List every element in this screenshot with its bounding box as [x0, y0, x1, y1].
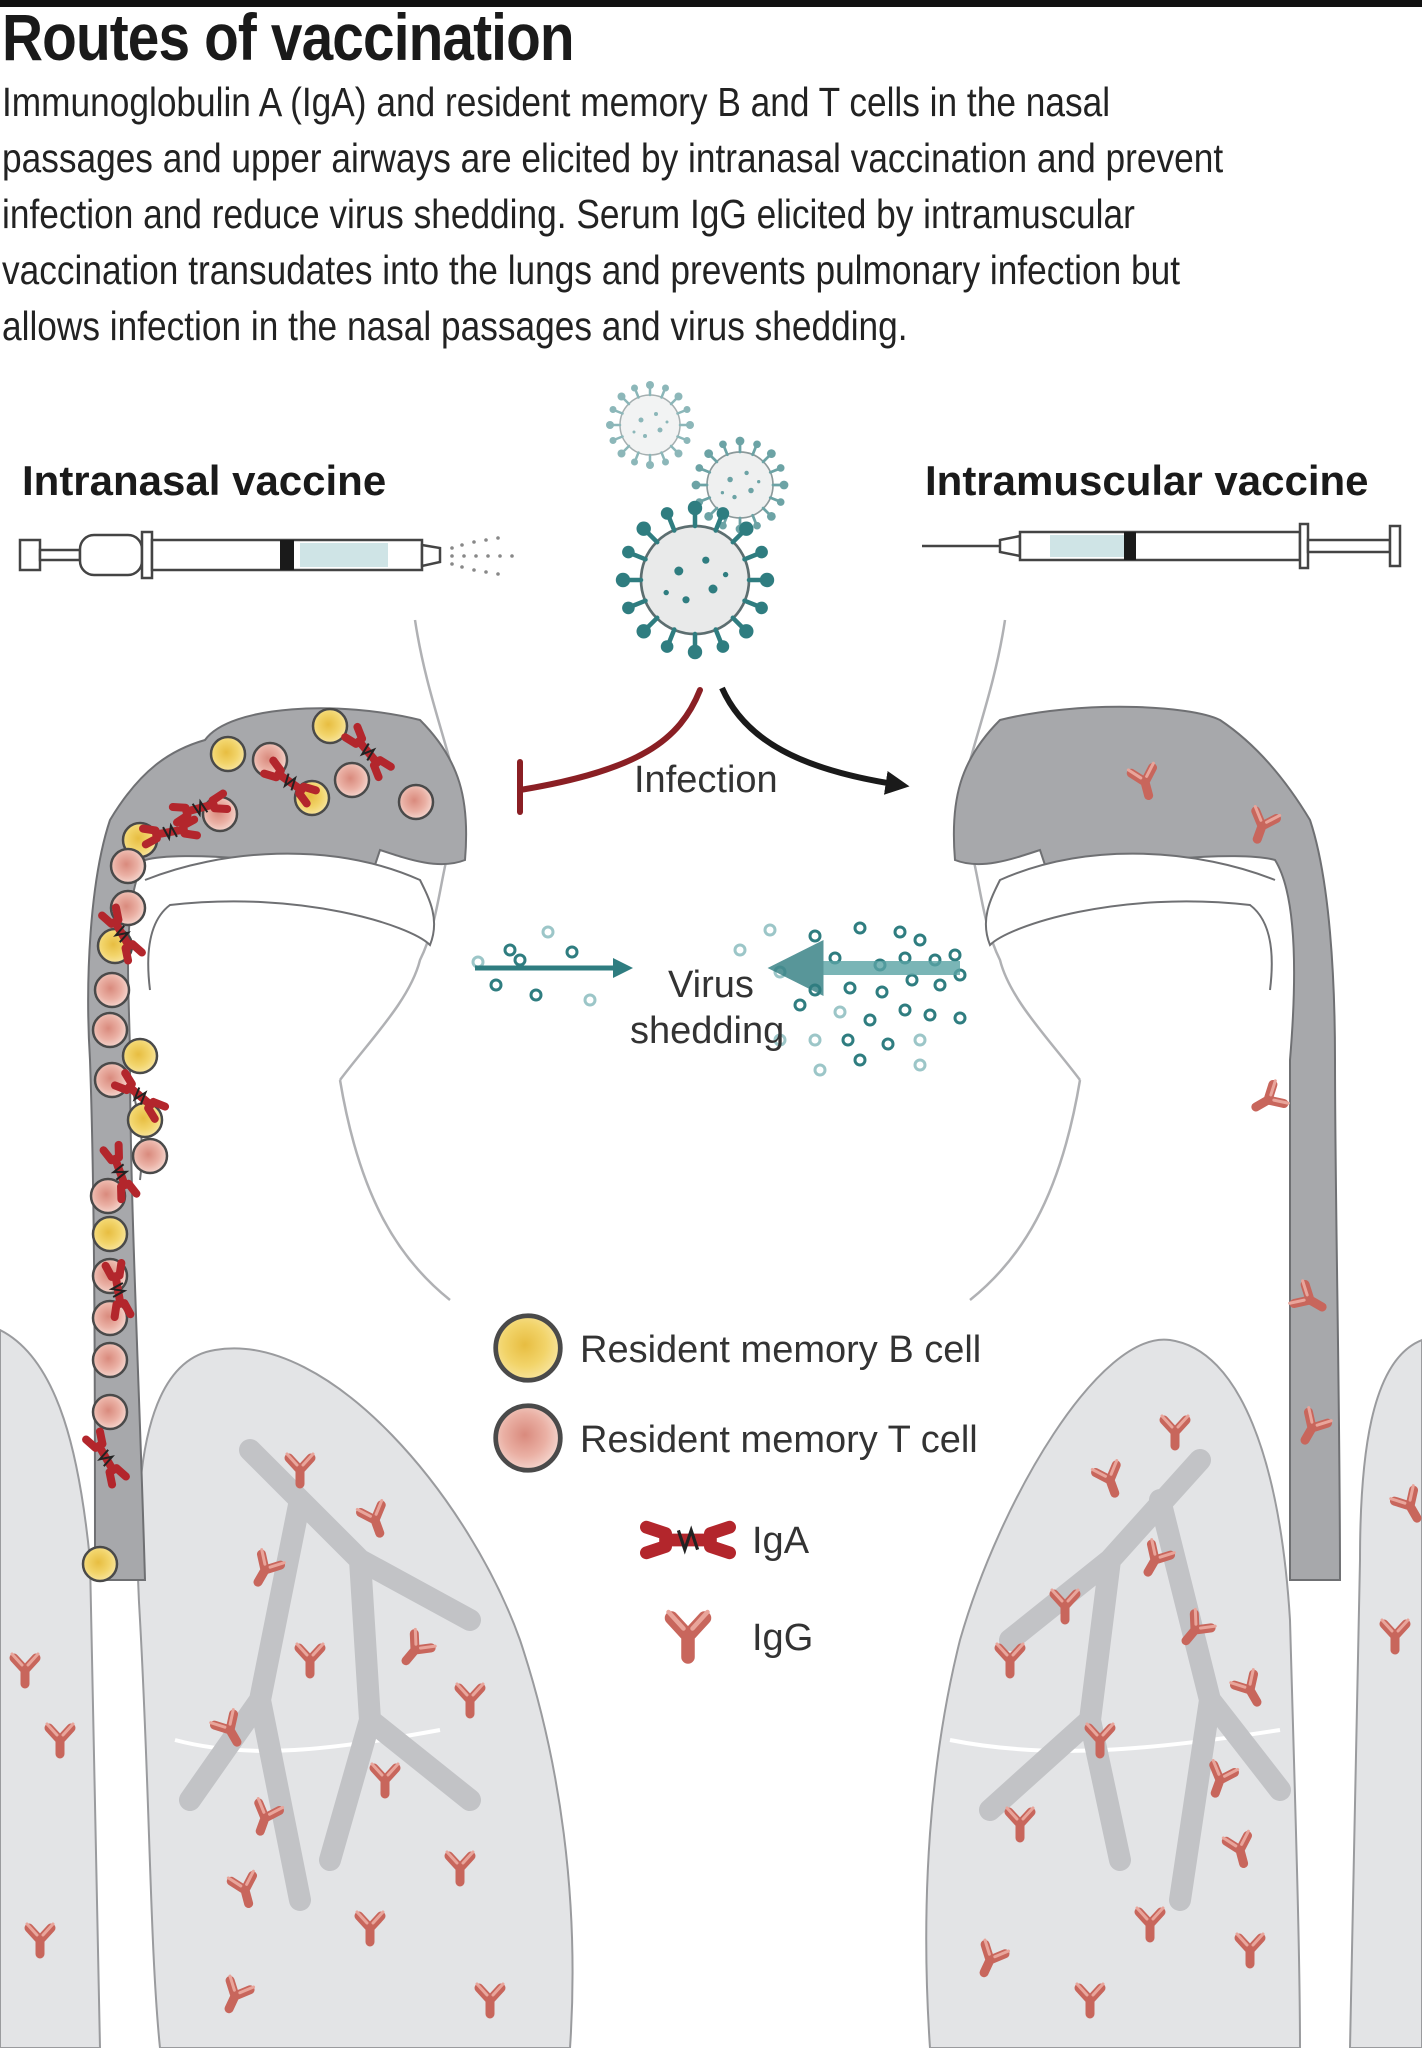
virus-cluster — [604, 379, 790, 659]
legend-b-cell-label: Resident memory B cell — [580, 1329, 981, 1371]
intramuscular-syringe — [922, 522, 1402, 570]
infection-label: Infection — [634, 759, 778, 801]
shedding-label-line1: Virus — [668, 964, 754, 1006]
left-face — [338, 619, 460, 1301]
infection-arrow — [719, 686, 910, 795]
legend-iga-label: IgA — [752, 1520, 810, 1562]
inhibition-arrow — [517, 687, 703, 793]
description-line: allows infection in the nasal passages a… — [2, 303, 908, 349]
legend-t-cell-label: Resident memory T cell — [580, 1419, 978, 1461]
shedding-particles-left — [471, 925, 597, 1007]
page-title: Routes of vaccination — [2, 0, 575, 74]
shedding-particles-right — [733, 921, 967, 1077]
intramuscular-label: Intramuscular vaccine — [925, 457, 1369, 504]
intranasal-label: Intranasal vaccine — [22, 457, 386, 504]
description-line: passages and upper airways are elicited … — [2, 135, 1224, 181]
top-rule — [0, 0, 1422, 7]
shedding-label-line2: shedding — [630, 1010, 784, 1052]
right-lungs — [925, 1338, 1422, 2048]
right-airway — [952, 705, 1342, 1581]
legend: Resident memory B cell Resident memory T… — [496, 1316, 981, 1659]
description-line: vaccination transudates into the lungs a… — [2, 247, 1181, 293]
right-face — [960, 619, 1082, 1301]
description-line: infection and reduce virus shedding. Ser… — [2, 191, 1135, 237]
description: Immunoglobulin A (IgA) and resident memo… — [2, 74, 1335, 354]
description-line: Immunoglobulin A (IgA) and resident memo… — [2, 79, 1111, 125]
nasal-spray-syringe — [18, 530, 514, 580]
legend-igg-label: IgG — [752, 1617, 813, 1659]
